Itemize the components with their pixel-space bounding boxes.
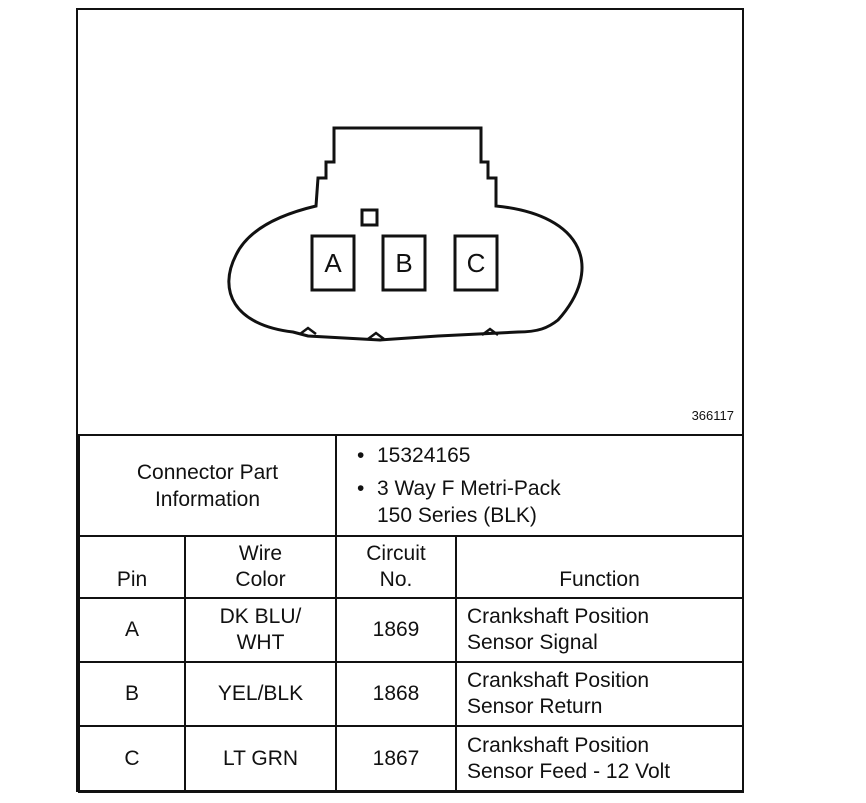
connector-outline <box>227 126 584 342</box>
header-pin: Pin <box>78 535 186 599</box>
polarizing-key <box>360 208 379 227</box>
connector-table: Connector Part Information 15324165 3 Wa… <box>78 434 745 793</box>
cell-pin: C <box>78 725 186 793</box>
cell-wire-color: LT GRN <box>184 725 337 793</box>
cell-wire-color: DK BLU/ WHT <box>184 597 337 663</box>
pin-cavity-a <box>310 234 356 292</box>
pin-cavity-c <box>453 234 499 292</box>
part-info-label: Connector Part Information <box>78 434 337 537</box>
part-number: 15324165 <box>357 442 742 469</box>
pin-cavity-b <box>381 234 427 292</box>
part-info-row: Connector Part Information 15324165 3 Wa… <box>78 434 745 537</box>
header-function: Function <box>454 535 745 599</box>
pin-label-a: A <box>324 247 342 278</box>
table-row: C LT GRN 1867 Crankshaft Position Sensor… <box>78 725 745 793</box>
header-wire-color: Wire Color <box>184 535 337 599</box>
figure-number: 366117 <box>691 408 734 423</box>
cell-circuit: 1869 <box>335 597 457 663</box>
part-info-values: 15324165 3 Way F Metri-Pack 150 Series (… <box>334 434 745 537</box>
header-circuit: Circuit No. <box>335 535 457 599</box>
cell-circuit: 1868 <box>335 661 457 727</box>
cell-function: Crankshaft Position Sensor Feed - 12 Vol… <box>454 725 745 793</box>
cell-wire-color: YEL/BLK <box>184 661 337 727</box>
connector-diagram: A B C 366117 <box>78 10 742 434</box>
connector-face-drawing <box>227 126 584 342</box>
cell-function: Crankshaft Position Sensor Signal <box>454 597 745 663</box>
cell-function: Crankshaft Position Sensor Return <box>454 661 745 727</box>
table-row: A DK BLU/ WHT 1869 Crankshaft Position S… <box>78 597 745 663</box>
cell-pin: B <box>78 661 186 727</box>
connector-bottom-notches <box>299 326 499 340</box>
table-row: B YEL/BLK 1868 Crankshaft Position Senso… <box>78 661 745 727</box>
part-description: 3 Way F Metri-Pack 150 Series (BLK) <box>357 475 742 529</box>
cell-pin: A <box>78 597 186 663</box>
cell-circuit: 1867 <box>335 725 457 793</box>
header-row: Pin Wire Color Circuit No. Function <box>78 535 745 599</box>
pinout-frame: A B C 366117 Connector Part Information … <box>76 8 745 793</box>
pin-label-c: C <box>466 247 486 278</box>
pin-label-b: B <box>395 247 413 278</box>
